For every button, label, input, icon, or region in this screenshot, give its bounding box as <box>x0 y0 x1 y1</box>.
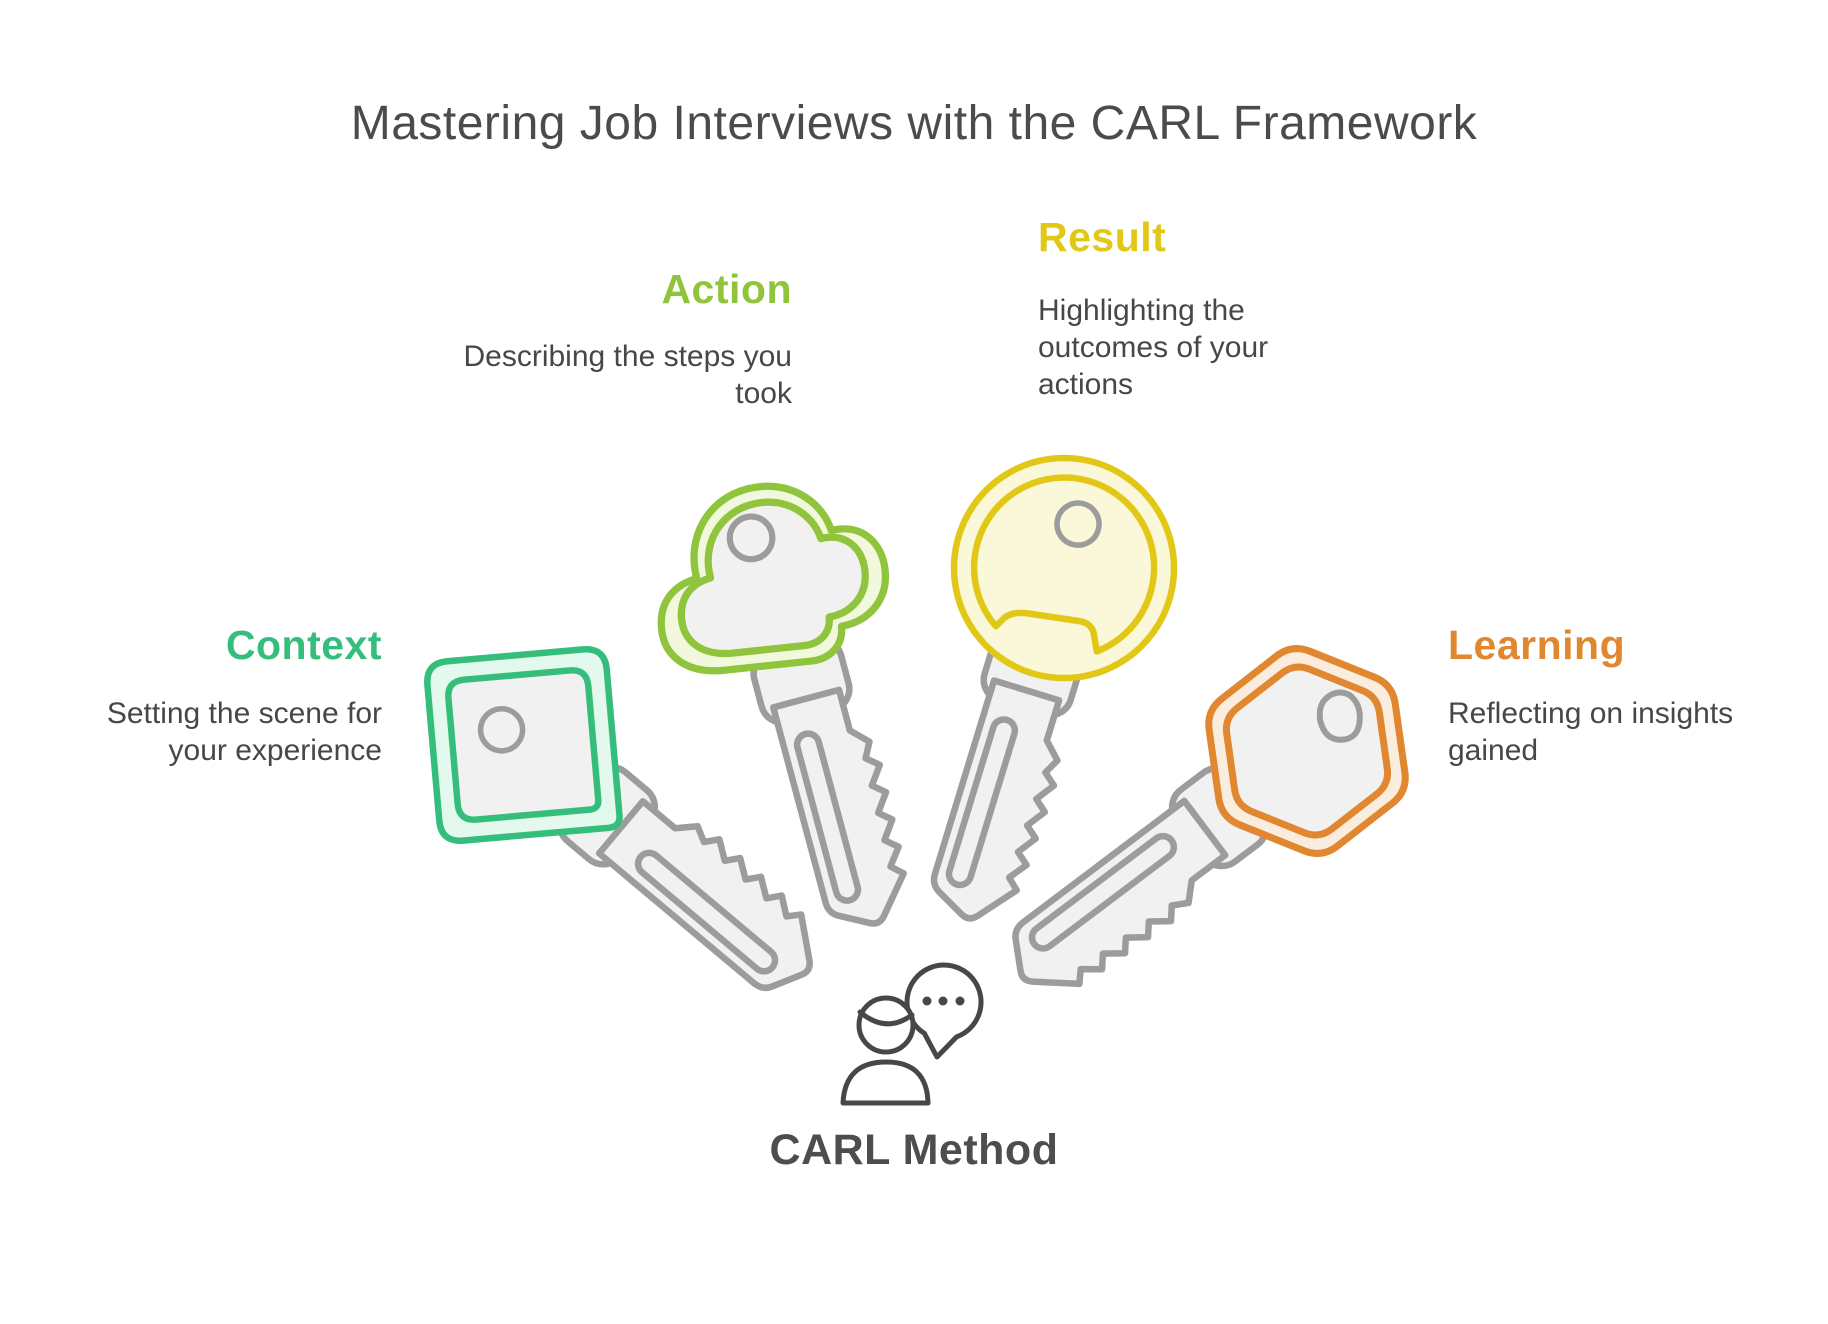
context-description: Setting the scene for your experience <box>107 695 382 769</box>
learning-key-head <box>1205 645 1409 857</box>
person-shoulders <box>840 1059 931 1106</box>
description-line: Highlighting the <box>1038 294 1245 327</box>
description-line: Setting the scene for <box>106 697 382 730</box>
description-line: Reflecting on insights <box>1448 697 1734 730</box>
result-description: Highlighting the outcomes of your action… <box>1038 292 1268 403</box>
result-keyhole-icon <box>1054 500 1102 548</box>
description-line: actions <box>1038 368 1134 401</box>
description-line: outcomes of your <box>1038 331 1269 364</box>
context-label: Context <box>225 622 382 668</box>
person-icon <box>840 962 984 1106</box>
action-key <box>657 482 919 938</box>
context-key <box>424 646 835 1012</box>
result-key-head <box>950 454 1178 682</box>
learning-key <box>990 645 1409 1013</box>
result-key <box>915 454 1178 931</box>
action-label: Action <box>661 266 792 312</box>
context-keyhole-icon <box>477 706 526 754</box>
page-title: Mastering Job Interviews with the CARL F… <box>350 97 1478 150</box>
person-hair <box>857 1009 915 1027</box>
description-line: took <box>735 377 792 410</box>
description-line: gained <box>1448 734 1539 767</box>
result-label: Result <box>1038 214 1167 260</box>
description-line: Describing the steps you <box>463 340 792 373</box>
action-keyhole-icon <box>726 513 776 563</box>
description-line: your experience <box>168 734 382 767</box>
speech-bubble-dots <box>922 996 965 1006</box>
learning-description: Reflecting on insights gained <box>1448 695 1733 769</box>
action-key-head <box>657 482 890 675</box>
speech-bubble-icon <box>904 962 984 1060</box>
learning-keyhole-icon <box>1316 689 1363 743</box>
carl-method-label: CARL Method <box>769 1126 1059 1174</box>
context-key-head <box>424 646 623 844</box>
action-key-shaft <box>749 633 919 938</box>
learning-label: Learning <box>1448 622 1626 668</box>
action-description: Describing the steps you took <box>463 338 792 412</box>
